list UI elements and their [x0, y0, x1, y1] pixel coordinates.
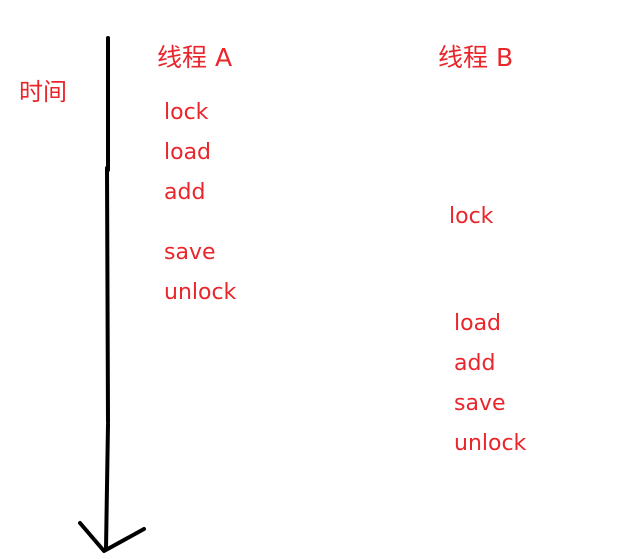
thread-b-op-add: add [454, 351, 496, 376]
thread-b-title: 线程 B [438, 43, 514, 72]
time-arrow-head [78, 521, 146, 553]
time-arrow-shaft [104, 36, 110, 551]
thread-a-op-save: save [164, 240, 216, 265]
thread-b-op-unlock: unlock [454, 431, 527, 456]
thread-a-op-load: load [164, 140, 212, 165]
thread-a-op-unlock: unlock [164, 280, 237, 305]
thread-b-op-save: save [454, 391, 506, 416]
thread-b-op-lock: lock [449, 204, 494, 229]
thread-a-title: 线程 A [157, 43, 233, 72]
thread-a-op-add: add [164, 180, 206, 205]
thread-b-op-load: load [454, 311, 502, 336]
thread-a-op-lock: lock [164, 100, 209, 125]
time-axis-label: 时间 [19, 78, 67, 106]
